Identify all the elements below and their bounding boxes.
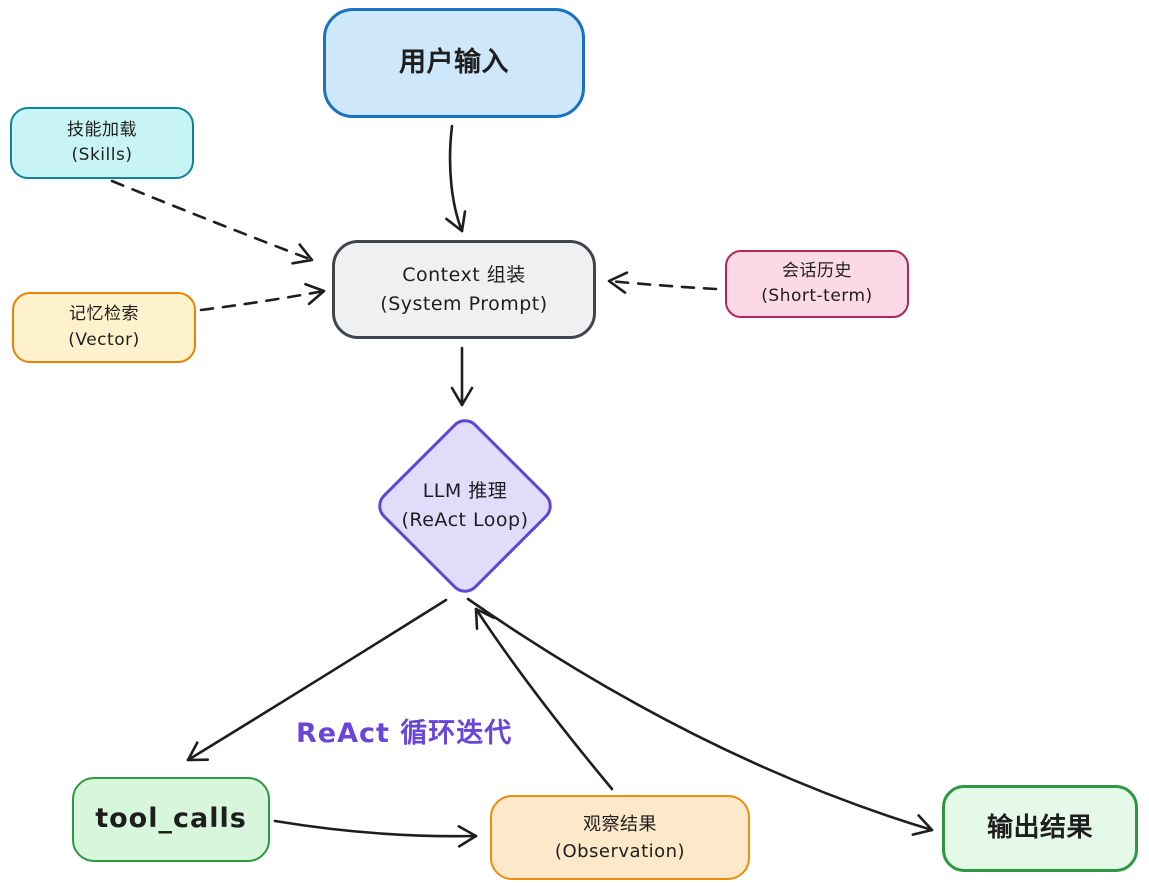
- node-tool-calls: tool_calls: [72, 777, 270, 862]
- node-output-label: 输出结果: [986, 813, 1093, 843]
- node-history: 会话历史 (Short-term): [725, 250, 909, 318]
- edge-tool-calls-to-observation: [273, 819, 478, 848]
- node-context-label: Context 组装: [402, 264, 526, 286]
- edge-skills-to-context: [110, 179, 314, 265]
- node-user-input-label: 用户输入: [399, 46, 509, 78]
- node-context-sublabel: (System Prompt): [380, 292, 548, 315]
- node-context: Context 组装 (System Prompt): [332, 240, 596, 339]
- node-memory-sublabel: (Vector): [68, 329, 140, 350]
- node-observation-label: 观察结果: [583, 813, 657, 835]
- node-tool-calls-label: tool_calls: [95, 803, 247, 835]
- node-observation: 观察结果 (Observation): [490, 795, 750, 880]
- node-memory: 记忆检索 (Vector): [12, 292, 196, 363]
- react-loop-annotation: ReAct 循环迭代: [296, 718, 513, 749]
- node-history-sublabel: (Short-term): [761, 286, 873, 306]
- edge-observation-to-llm: [474, 607, 614, 791]
- node-observation-sublabel: (Observation): [554, 840, 686, 862]
- node-memory-label: 记忆检索: [69, 304, 139, 324]
- node-output: 输出结果: [942, 785, 1138, 872]
- node-skills-label: 技能加载: [67, 119, 137, 140]
- node-llm-sublabel: (ReAct Loop): [401, 509, 529, 532]
- node-skills: 技能加载 (Skills): [10, 107, 194, 179]
- node-user-input: 用户输入: [323, 8, 585, 118]
- node-history-label: 会话历史: [782, 260, 852, 281]
- edge-history-to-context: [607, 271, 718, 294]
- node-llm-label: LLM 推理: [422, 480, 508, 502]
- edge-memory-to-context: [199, 282, 326, 312]
- node-llm: LLM 推理 (ReAct Loop): [368, 477, 562, 536]
- node-skills-sublabel: (Skills): [71, 145, 133, 165]
- edge-user-input-to-context: [445, 124, 467, 233]
